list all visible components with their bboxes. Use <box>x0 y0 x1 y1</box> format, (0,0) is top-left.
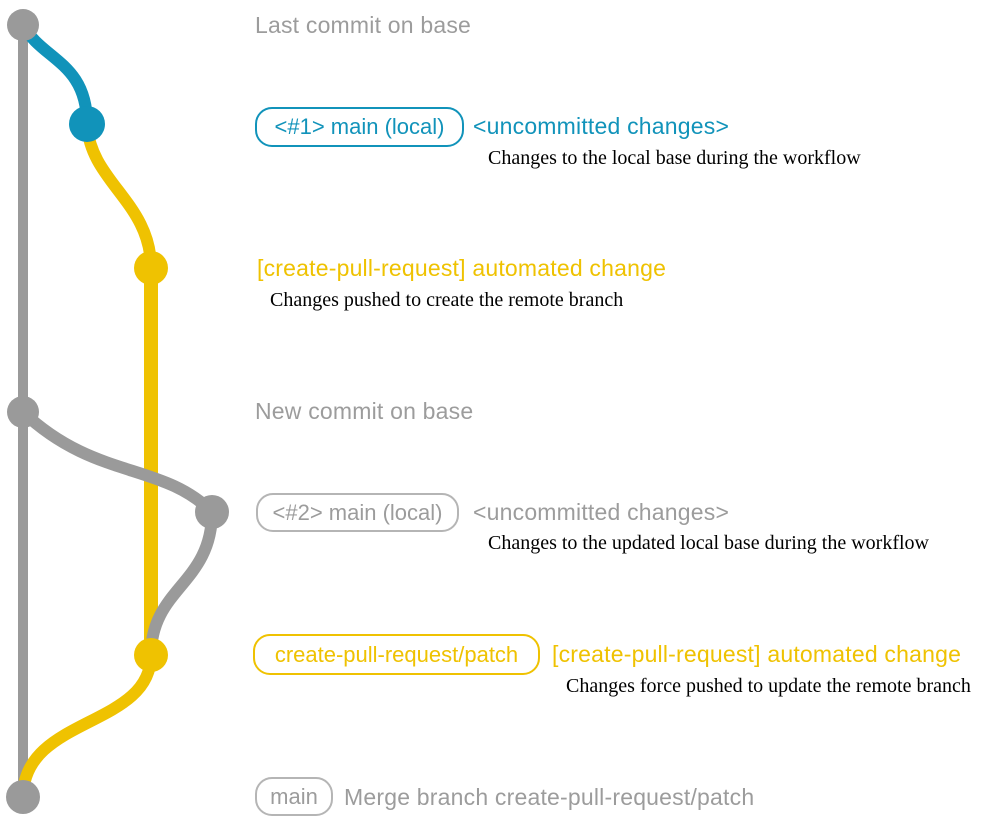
commit-node-last-base <box>7 9 39 41</box>
caption-checkpoint2: Changes to the updated local base during… <box>488 532 929 554</box>
caption-push2: Changes force pushed to update the remot… <box>566 675 971 697</box>
commit-message-merge: Merge branch create-pull-request/patch <box>344 783 755 810</box>
rebased-local-main-curve <box>17 406 218 518</box>
status-uncommitted-changes-2: <uncommitted changes> <box>473 498 730 525</box>
patch-branch-create-curve <box>81 118 157 274</box>
label-new-commit-on-base: New commit on base <box>255 397 474 424</box>
commit-message-automated-change-1: [create-pull-request] automated change <box>257 254 667 281</box>
branch-badge-main-local-2: <#2> main (local) <box>256 493 459 532</box>
caption-checkpoint1: Changes to the local base during the wor… <box>488 147 861 169</box>
commit-node-merge <box>6 780 40 814</box>
force-push-curve <box>145 506 218 661</box>
patch-branch-merge-curve <box>17 649 157 803</box>
label-last-commit-on-base: Last commit on base <box>255 11 472 38</box>
commit-node-automated-change-2 <box>134 638 168 672</box>
status-uncommitted-changes-1: <uncommitted changes> <box>473 112 730 139</box>
branch-badge-main: main <box>255 777 333 816</box>
branch-badge-create-pull-request-patch: create-pull-request/patch <box>253 634 540 675</box>
commit-node-checkpoint1 <box>69 106 105 142</box>
commit-node-checkpoint2 <box>195 495 229 529</box>
caption-push1: Changes pushed to create the remote bran… <box>270 289 624 311</box>
commit-node-automated-change-1 <box>134 251 168 285</box>
commit-node-new-base <box>7 396 39 428</box>
commit-message-automated-change-2: [create-pull-request] automated change <box>552 640 962 667</box>
branch-badge-main-local-1: <#1> main (local) <box>255 107 464 147</box>
